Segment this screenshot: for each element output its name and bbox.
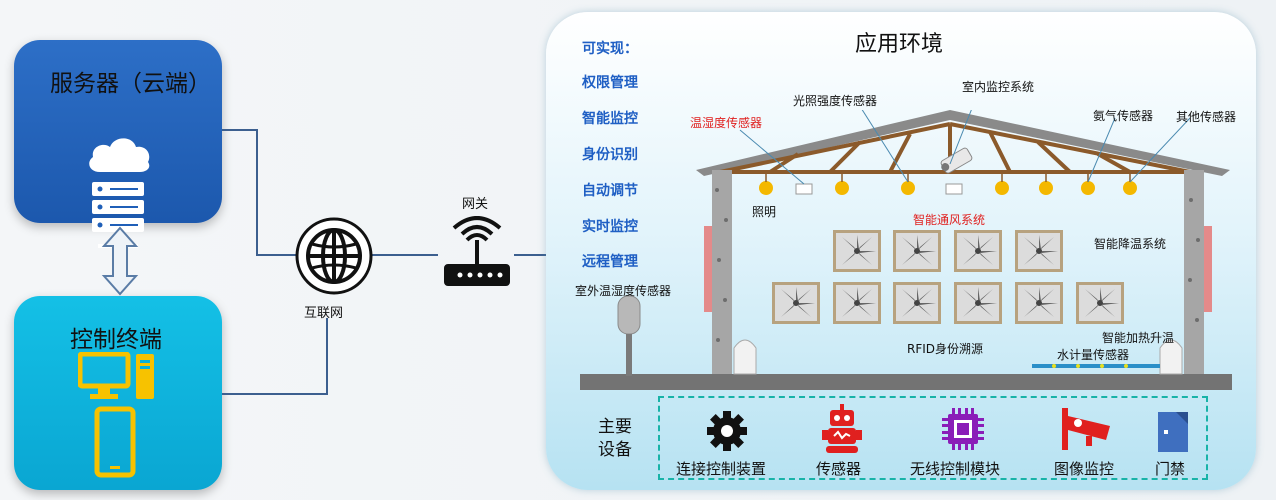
device-label: 图像监控	[1054, 460, 1115, 478]
feature-item: 远程管理	[582, 254, 638, 270]
desktop-computer-icon	[78, 352, 154, 399]
ventilation-fan	[1015, 282, 1063, 324]
ventilation-fan	[954, 282, 1002, 324]
devices-frame	[658, 396, 1208, 480]
ventilation-fan	[1015, 230, 1063, 272]
fan-icon	[902, 287, 936, 317]
terminal-link-line-h	[222, 393, 328, 395]
feature-item: 身份识别	[582, 147, 638, 163]
double-arrow-icon	[101, 226, 139, 296]
server-link-line-v	[256, 129, 258, 255]
door-access-icon	[1158, 412, 1188, 452]
gear-icon	[707, 411, 747, 451]
cloud-icon	[89, 138, 150, 172]
feature-item: 自动调节	[582, 183, 638, 199]
terminal-link-line-v	[326, 318, 328, 395]
rfid-label: RFID身份溯源	[907, 342, 984, 356]
water-meter-label: 水计量传感器	[1057, 348, 1130, 362]
outdoor-sensor-label: 室外温湿度传感器	[575, 284, 672, 298]
fan-icon	[1024, 235, 1058, 265]
other-sensor-label: 其他传感器	[1176, 110, 1237, 124]
robot-sensor-icon	[822, 404, 862, 453]
fan-icon	[842, 235, 876, 265]
gateway-label: 网关	[462, 197, 489, 212]
gateway-env-line	[514, 254, 546, 256]
ventilation-system-label: 智能通风系统	[913, 213, 986, 227]
farm-house-illustration	[580, 110, 1232, 390]
globe-icon	[295, 217, 373, 295]
fan-icon	[842, 287, 876, 317]
devices-heading: 主要 设备	[598, 416, 632, 462]
device-label: 无线控制模块	[910, 460, 1001, 478]
terminal-title: 控制终端	[70, 327, 162, 353]
ventilation-fan	[833, 230, 881, 272]
heating-label: 智能加热升温	[1102, 331, 1175, 345]
features-heading: 可实现：	[582, 41, 638, 57]
devices-heading-line2: 设备	[598, 440, 632, 460]
fan-icon	[781, 287, 815, 317]
server-link-line-h2	[256, 254, 296, 256]
ventilation-fan	[954, 230, 1002, 272]
cooling-system-label: 智能降温系统	[1094, 237, 1167, 251]
device-label: 传感器	[816, 460, 862, 478]
indoor-monitor-label: 室内监控系统	[962, 80, 1035, 94]
device-label: 门禁	[1155, 460, 1186, 478]
light-sensor-label: 光照强度传感器	[793, 94, 878, 108]
server-box: 服务器（云端）	[14, 40, 222, 248]
fan-icon	[1024, 287, 1058, 317]
feature-item: 实时监控	[582, 219, 638, 235]
surveillance-camera-icon	[1062, 408, 1110, 450]
fan-icon	[902, 235, 936, 265]
ventilation-fan	[833, 282, 881, 324]
fan-icon	[963, 287, 997, 317]
devices-heading-line1: 主要	[598, 417, 632, 437]
internet-gateway-line	[372, 254, 438, 256]
feature-item: 智能监控	[582, 111, 638, 127]
mobile-phone-icon	[94, 406, 136, 478]
lighting-label: 照明	[752, 205, 777, 219]
chip-icon	[942, 408, 984, 450]
server-title: 服务器（云端）	[50, 71, 211, 97]
fan-icon	[1085, 287, 1119, 317]
internet-label: 互联网	[304, 306, 344, 321]
device-label: 连接控制装置	[676, 460, 767, 478]
ammonia-sensor-label: 氨气传感器	[1093, 109, 1154, 123]
terminal-box: 控制终端	[14, 296, 222, 490]
wireless-router-icon	[444, 216, 510, 286]
ventilation-fan	[1076, 282, 1124, 324]
feature-item: 权限管理	[582, 75, 638, 91]
server-link-line-h	[222, 129, 258, 131]
ventilation-fan	[893, 282, 941, 324]
ventilation-fan	[772, 282, 820, 324]
env-title: 应用环境	[855, 32, 944, 57]
ventilation-fan	[893, 230, 941, 272]
temp-humidity-sensor-label: 温湿度传感器	[690, 116, 763, 130]
fan-icon	[963, 235, 997, 265]
